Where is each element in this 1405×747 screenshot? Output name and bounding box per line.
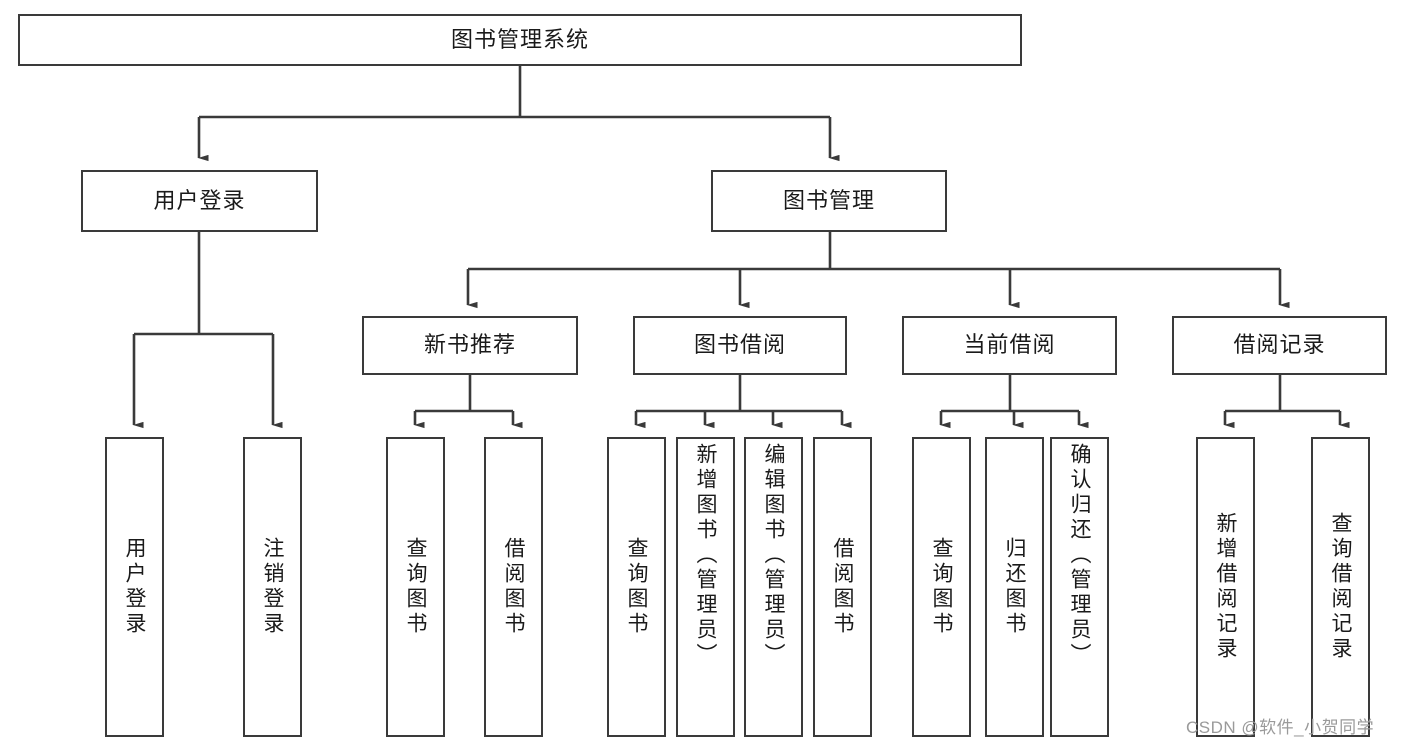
node-label: 编辑图书（管理员） (762, 443, 785, 668)
node-label: 图书借阅 (693, 332, 786, 358)
node-leaf-user-login[interactable]: 用户登录 (105, 437, 164, 737)
node-leaf-query-book-current[interactable]: 查询图书 (912, 437, 971, 737)
node-leaf-add-book-admin[interactable]: 新增图书（管理员） (676, 437, 735, 737)
node-leaf-query-borrow-record[interactable]: 查询借阅记录 (1311, 437, 1370, 737)
node-leaf-add-borrow-record[interactable]: 新增借阅记录 (1196, 437, 1255, 737)
node-label: 借阅记录 (1233, 332, 1326, 358)
node-label: 图书管理系统 (450, 26, 589, 52)
node-label: 新增借阅记录 (1214, 512, 1237, 662)
node-label: 用户登录 (153, 187, 246, 213)
node-current-borrow[interactable]: 当前借阅 (902, 316, 1117, 375)
node-label: 查询借阅记录 (1329, 512, 1352, 662)
node-leaf-borrow-book-recommend[interactable]: 借阅图书 (484, 437, 543, 737)
node-label: 新增图书（管理员） (694, 443, 717, 668)
node-label: 查询图书 (404, 537, 427, 637)
node-new-book-recommend[interactable]: 新书推荐 (362, 316, 578, 375)
node-label: 借阅图书 (831, 537, 854, 637)
node-label: 用户登录 (123, 537, 146, 637)
node-leaf-borrow-book[interactable]: 借阅图书 (813, 437, 872, 737)
node-book-borrow[interactable]: 图书借阅 (633, 316, 847, 375)
node-leaf-query-book-recommend[interactable]: 查询图书 (386, 437, 445, 737)
node-user-login[interactable]: 用户登录 (81, 170, 318, 232)
node-label: 查询图书 (625, 537, 648, 637)
node-label: 确认归还（管理员） (1068, 443, 1091, 668)
node-leaf-confirm-return-admin[interactable]: 确认归还（管理员） (1050, 437, 1109, 737)
node-leaf-logout-login[interactable]: 注销登录 (243, 437, 302, 737)
node-leaf-return-book[interactable]: 归还图书 (985, 437, 1044, 737)
node-root-system[interactable]: 图书管理系统 (18, 14, 1022, 66)
node-label: 注销登录 (261, 537, 284, 637)
node-label: 图书管理 (782, 187, 875, 213)
node-book-management[interactable]: 图书管理 (711, 170, 947, 232)
node-label: 当前借阅 (963, 332, 1056, 358)
watermark-text: CSDN @软件_小贺同学 (1186, 718, 1375, 737)
node-leaf-query-book-borrow[interactable]: 查询图书 (607, 437, 666, 737)
node-borrow-record[interactable]: 借阅记录 (1172, 316, 1387, 375)
node-label: 查询图书 (930, 537, 953, 637)
node-label: 借阅图书 (502, 537, 525, 637)
node-leaf-edit-book-admin[interactable]: 编辑图书（管理员） (744, 437, 803, 737)
node-label: 归还图书 (1003, 537, 1026, 637)
node-label: 新书推荐 (423, 332, 516, 358)
